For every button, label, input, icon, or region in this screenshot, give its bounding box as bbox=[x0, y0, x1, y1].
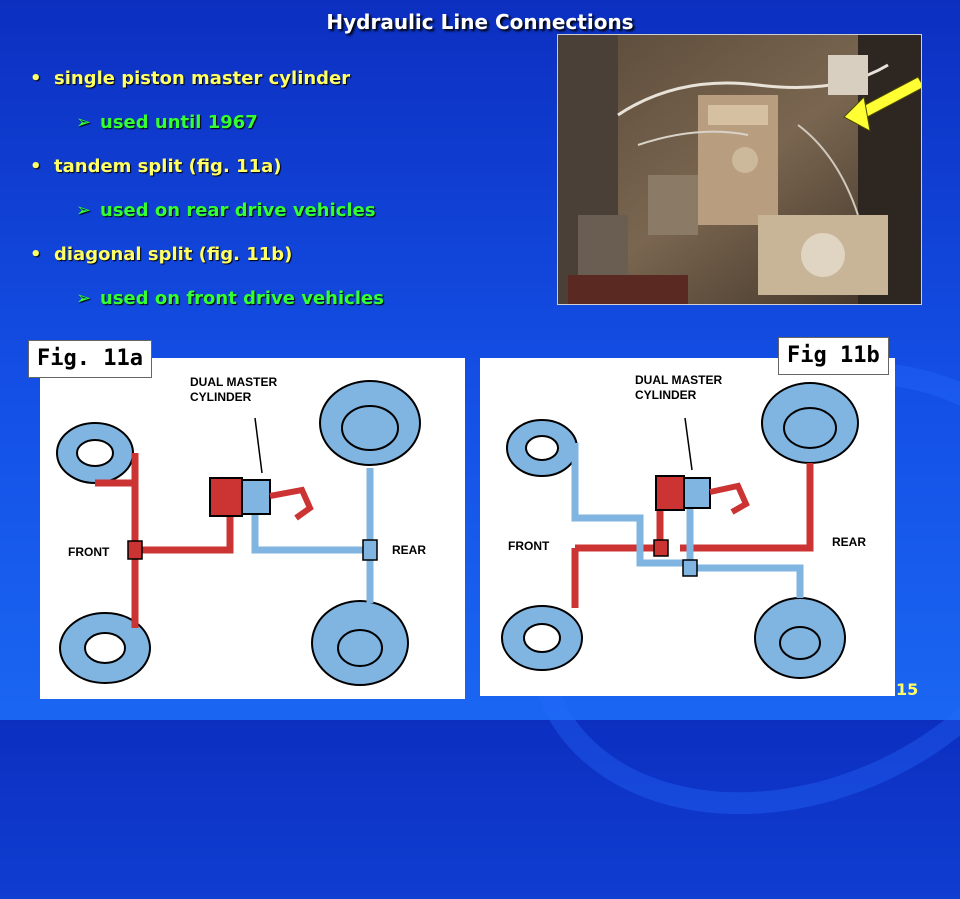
label-master-line2: CYLINDER bbox=[190, 390, 252, 404]
rear-left-rotor bbox=[59, 612, 151, 684]
figure-11b: DUAL MASTER CYLINDER FRONT REAR bbox=[480, 358, 895, 696]
label-master-line1: DUAL MASTER bbox=[190, 375, 277, 389]
figure-11a: DUAL MASTER CYLINDER FRONT REAR bbox=[40, 358, 465, 699]
arrow-bullet-icon: ➢ bbox=[76, 288, 92, 309]
rear-right-drum bbox=[311, 600, 409, 686]
bullet-text: tandem split (fig. 11a) bbox=[54, 156, 282, 177]
bullet-item: • diagonal split (fig. 11b) bbox=[30, 244, 550, 265]
bullet-dot-icon: • bbox=[30, 68, 42, 89]
sub-bullet-text: used until 1967 bbox=[100, 112, 258, 133]
slide-number: 15 bbox=[896, 680, 919, 699]
arrow-bullet-icon: ➢ bbox=[76, 112, 92, 133]
sub-bullet-text: used on front drive vehicles bbox=[100, 288, 384, 309]
sub-bullet-item: ➢ used on rear drive vehicles bbox=[76, 200, 550, 221]
bullet-text: diagonal split (fig. 11b) bbox=[54, 244, 293, 265]
label-front: FRONT bbox=[508, 539, 550, 553]
fig-11b-tag: Fig 11b bbox=[778, 337, 889, 375]
tandem-split-diagram: DUAL MASTER CYLINDER FRONT REAR bbox=[56, 375, 426, 686]
label-rear: REAR bbox=[392, 543, 426, 557]
sub-bullet-text: used on rear drive vehicles bbox=[100, 200, 376, 221]
label-front: FRONT bbox=[68, 545, 110, 559]
front-left-rotor bbox=[506, 419, 578, 477]
master-cylinder bbox=[209, 477, 314, 521]
bullet-item: • single piston master cylinder bbox=[30, 68, 550, 89]
rear-right-drum bbox=[754, 597, 846, 679]
engine-bay-illustration bbox=[558, 35, 921, 304]
engine-bay-photo bbox=[557, 34, 922, 305]
bullet-list: • single piston master cylinder ➢ used unt… bbox=[30, 68, 550, 332]
master-cylinder bbox=[655, 475, 750, 515]
arrow-bullet-icon: ➢ bbox=[76, 200, 92, 221]
bullet-text: single piston master cylinder bbox=[54, 68, 351, 89]
bullet-item: • tandem split (fig. 11a) bbox=[30, 156, 550, 177]
front-right-drum bbox=[761, 382, 859, 464]
label-master-line1: DUAL MASTER bbox=[635, 373, 722, 387]
fig-11a-tag: Fig. 11a bbox=[28, 340, 152, 378]
slide-title: Hydraulic Line Connections bbox=[326, 10, 634, 34]
diagonal-split-diagram: DUAL MASTER CYLINDER FRONT REAR bbox=[501, 373, 866, 679]
front-left-rotor bbox=[56, 422, 134, 484]
label-master-line2: CYLINDER bbox=[635, 388, 697, 402]
bullet-dot-icon: • bbox=[30, 244, 42, 265]
label-rear: REAR bbox=[832, 535, 866, 549]
sub-bullet-item: ➢ used on front drive vehicles bbox=[76, 288, 550, 309]
front-right-drum bbox=[319, 380, 421, 466]
sub-bullet-item: ➢ used until 1967 bbox=[76, 112, 550, 133]
rear-left-rotor bbox=[501, 605, 583, 671]
bullet-dot-icon: • bbox=[30, 156, 42, 177]
